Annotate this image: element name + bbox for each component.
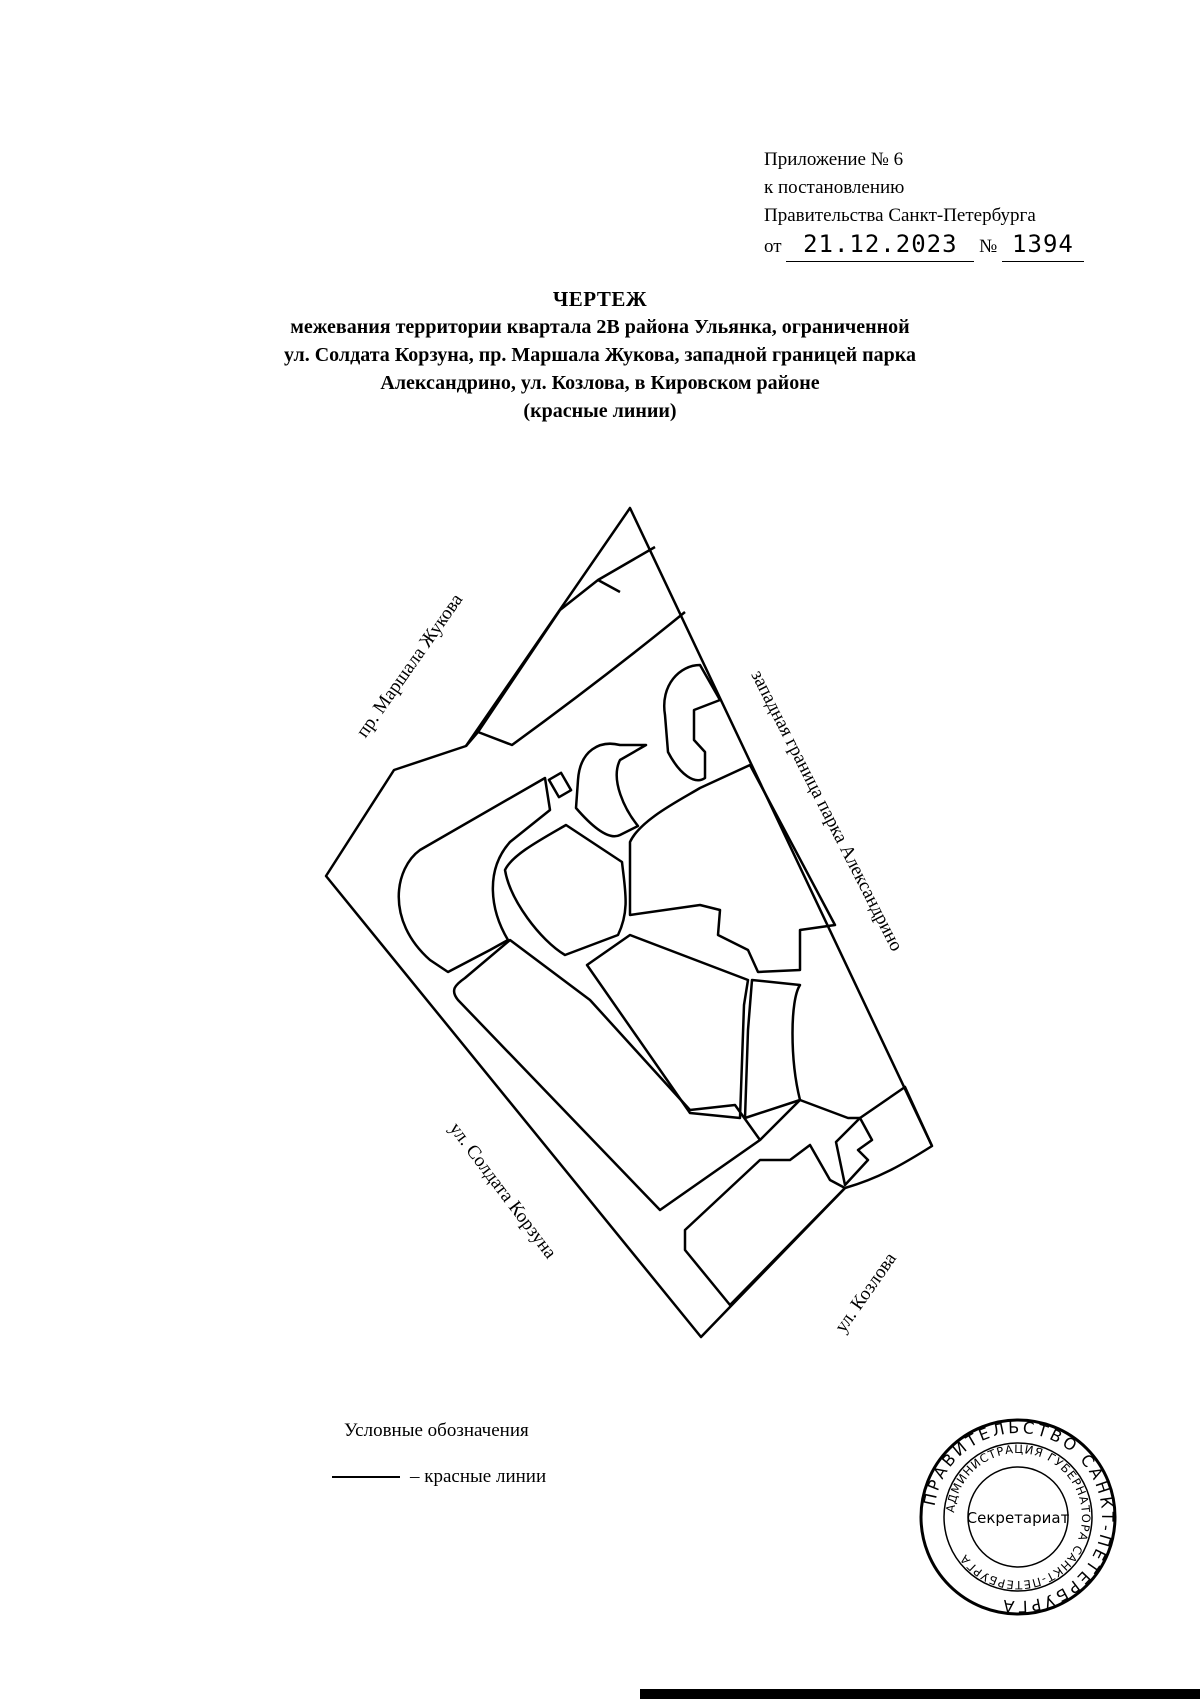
red-line-north-3 xyxy=(597,578,621,594)
scan-edge-bar xyxy=(640,1689,1200,1699)
small-building xyxy=(547,771,573,799)
block-centre-south xyxy=(585,933,750,1120)
block-right-inner xyxy=(743,978,802,1120)
title-main: ЧЕРТЕЖ xyxy=(552,287,648,311)
appendix-line-2: к постановлению xyxy=(764,177,905,198)
legend-item-label: – красные линии xyxy=(410,1466,547,1487)
appendix-block: Приложение № 6 к постановлению Правитель… xyxy=(764,146,1124,262)
appendix-line-3: Правительства Санкт-Петербурга xyxy=(764,205,1036,226)
number-label: № xyxy=(979,236,998,257)
from-label: от xyxy=(764,236,782,257)
block-southeast-notch xyxy=(834,1116,874,1187)
title-line-2: ул. Солдата Корзуна, пр. Маршала Жукова,… xyxy=(283,344,917,366)
svg-text:Секретариат: Секретариат xyxy=(967,1509,1070,1527)
title-line-3: Александрино, ул. Козлова, в Кировском р… xyxy=(380,372,820,394)
document-title: ЧЕРТЕЖ межевания территории квартала 2В … xyxy=(200,285,1000,425)
block-long-strip xyxy=(452,938,762,1212)
red-line-park xyxy=(759,1085,934,1147)
red-line-north xyxy=(465,545,656,747)
title-line-1: межевания территории квартала 2В района … xyxy=(290,316,910,338)
block-hook-2 xyxy=(662,663,722,782)
legend-item: – красные линии xyxy=(332,1466,546,1488)
decree-number: 1394 xyxy=(1012,230,1074,258)
appendix-line-1: Приложение № 6 xyxy=(764,149,904,170)
title-line-4: (красные линии) xyxy=(523,400,677,422)
block-middle-left xyxy=(503,823,627,957)
legend-line-sample xyxy=(332,1476,400,1478)
block-south-corner xyxy=(683,1143,847,1307)
appendix-date-row: от 21.12.2023 № 1394 xyxy=(764,230,1124,262)
red-line-north-2 xyxy=(477,611,686,747)
block-hook-1 xyxy=(574,742,648,838)
quarter-boundary xyxy=(324,506,934,1339)
block-west xyxy=(397,776,552,974)
official-stamp: ПРАВИТЕЛЬСТВО САНКТ-ПЕТЕРБУРГА АДМИНИСТР… xyxy=(919,1418,1117,1616)
decree-date: 21.12.2023 xyxy=(803,230,958,258)
legend-title: Условные обозначения xyxy=(344,1420,529,1441)
block-centre xyxy=(628,763,837,974)
